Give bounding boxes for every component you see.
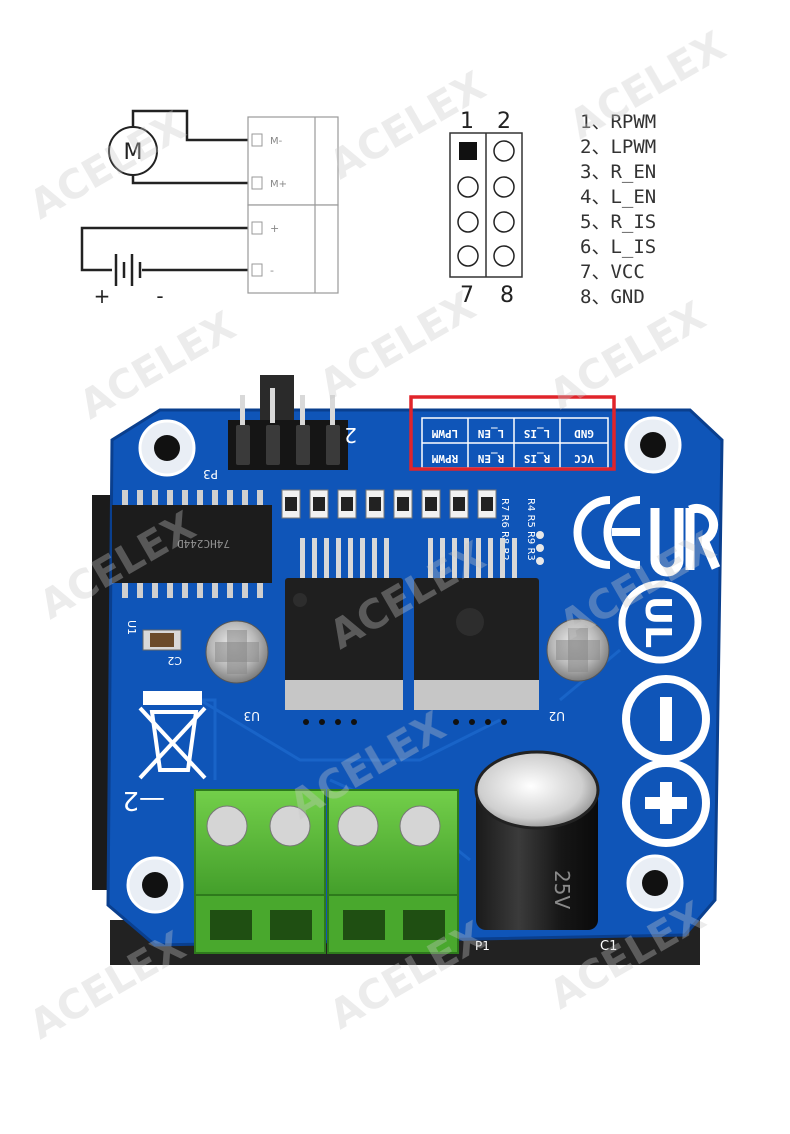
ul-mark-icon: UL	[618, 580, 702, 664]
mounting-hole-bottom-right	[626, 854, 684, 912]
mounting-hole-top-right	[624, 416, 682, 474]
silk-c1: C1	[600, 939, 617, 954]
pin-number-2: 2	[497, 109, 511, 134]
watermark: ACELEX	[22, 923, 193, 1049]
board-photo: P3 2 LPWM L_EN L_IS GND RPWM R_EN R_IS V…	[92, 375, 724, 965]
terminal-block-power-photo	[327, 789, 459, 954]
screw-left	[205, 620, 269, 684]
motor-wire-bottom	[131, 175, 252, 185]
label-r-en: R_EN	[478, 452, 505, 465]
silk-u1: U1	[125, 620, 138, 635]
pin-2	[493, 140, 515, 162]
weee-icon	[138, 691, 207, 780]
pinout-item: 1、RPWM	[580, 111, 656, 133]
capacitor-c2: C2	[142, 629, 182, 667]
label-gnd: GND	[574, 427, 594, 440]
pinout-item: 2、LPWM	[580, 136, 656, 158]
highlight-box	[409, 395, 616, 471]
terminal-label-m-plus: M+	[270, 179, 287, 190]
terminal-block-motor: M- M+	[247, 116, 339, 206]
pinout-item: 3、R_EN	[580, 161, 656, 183]
terminal-label-m-minus: M-	[270, 136, 283, 147]
pin-8	[493, 245, 515, 267]
pinout-item: 5、R_IS	[580, 211, 656, 233]
cap-label: 25V	[550, 870, 574, 909]
wiring-diagram: M + - M- M+ + -	[80, 109, 339, 308]
battery-minus-label: -	[156, 284, 163, 308]
plus-symbol-icon	[622, 759, 710, 847]
mounting-hole-top-left	[138, 419, 196, 477]
pinout-item: 8、GND	[580, 286, 645, 308]
terminal-block-motor-photo	[194, 789, 326, 954]
ur-mark-icon	[650, 503, 721, 577]
pinout-item: 6、L_IS	[580, 236, 656, 258]
ce-mark-icon	[573, 496, 641, 569]
pin-number-7: 7	[460, 283, 474, 308]
terminal-label-minus: -	[270, 264, 274, 277]
silk-u2: U2	[549, 709, 565, 723]
pin-number-1: 1	[460, 109, 474, 134]
pin-number-8: 8	[500, 283, 514, 308]
header-pin-diagram: 1 2 7 8	[449, 109, 523, 308]
silk-dash-2: —2	[122, 785, 165, 815]
header-labels: LPWM L_EN L_IS GND RPWM R_EN R_IS VCC	[421, 417, 609, 469]
pin-4	[493, 176, 515, 198]
pinout-list: 1、RPWM 2、LPWM 3、R_EN 4、L_EN 5、R_IS 6、L_I…	[580, 111, 656, 308]
silk-2: 2	[344, 423, 357, 447]
label-r-is: R_IS	[524, 452, 551, 465]
ic-u1: 74HC244D U1	[112, 490, 272, 635]
mounting-hole-bottom-left	[126, 856, 184, 914]
battery-plus-label: +	[94, 284, 111, 308]
watermark: ACELEX	[312, 283, 483, 409]
silk-resistors-b: R4 R5 R9 R3	[525, 498, 536, 561]
pin-1-square	[459, 142, 477, 160]
pin-6	[493, 211, 515, 233]
label-l-en: L_EN	[478, 427, 505, 440]
silk-c2: C2	[167, 654, 182, 667]
watermark: ACELEX	[22, 103, 193, 229]
silk-p3: P3	[203, 467, 218, 481]
driver-u3: U3	[244, 538, 403, 725]
label-vcc: VCC	[574, 452, 594, 465]
terminal-label-plus: +	[270, 222, 279, 235]
silk-u3: U3	[244, 709, 260, 723]
battery-icon	[114, 254, 142, 286]
silk-p1: P1	[475, 939, 490, 953]
pin-header-p3: P3 2	[203, 375, 357, 481]
pinout-item: 4、L_EN	[580, 186, 656, 208]
silk-resistors-a: R7 R6 R8 R2	[499, 498, 510, 561]
svg-text:UL: UL	[637, 596, 678, 648]
label-l-is: L_IS	[524, 427, 551, 440]
label-lpwm: LPWM	[431, 427, 458, 440]
pinout-item: 7、VCC	[580, 261, 645, 283]
pin-5	[457, 211, 479, 233]
label-rpwm: RPWM	[431, 452, 458, 465]
pin-7	[457, 245, 479, 267]
pin-3	[457, 176, 479, 198]
terminal-block-power: + -	[247, 204, 339, 294]
battery-wire-plus	[80, 226, 252, 272]
screw-right	[546, 618, 610, 682]
motor-label: M	[124, 140, 143, 165]
ic-text: 74HC244D	[177, 537, 230, 550]
motor-wire-top	[131, 109, 252, 142]
resistor-row: R7 R6 R8 R2 R4 R5 R9 R3	[281, 489, 536, 561]
driver-u2: U2	[414, 531, 565, 725]
watermark: ACELEX	[542, 293, 713, 419]
capacitor-c1: 25V C1	[474, 750, 617, 954]
